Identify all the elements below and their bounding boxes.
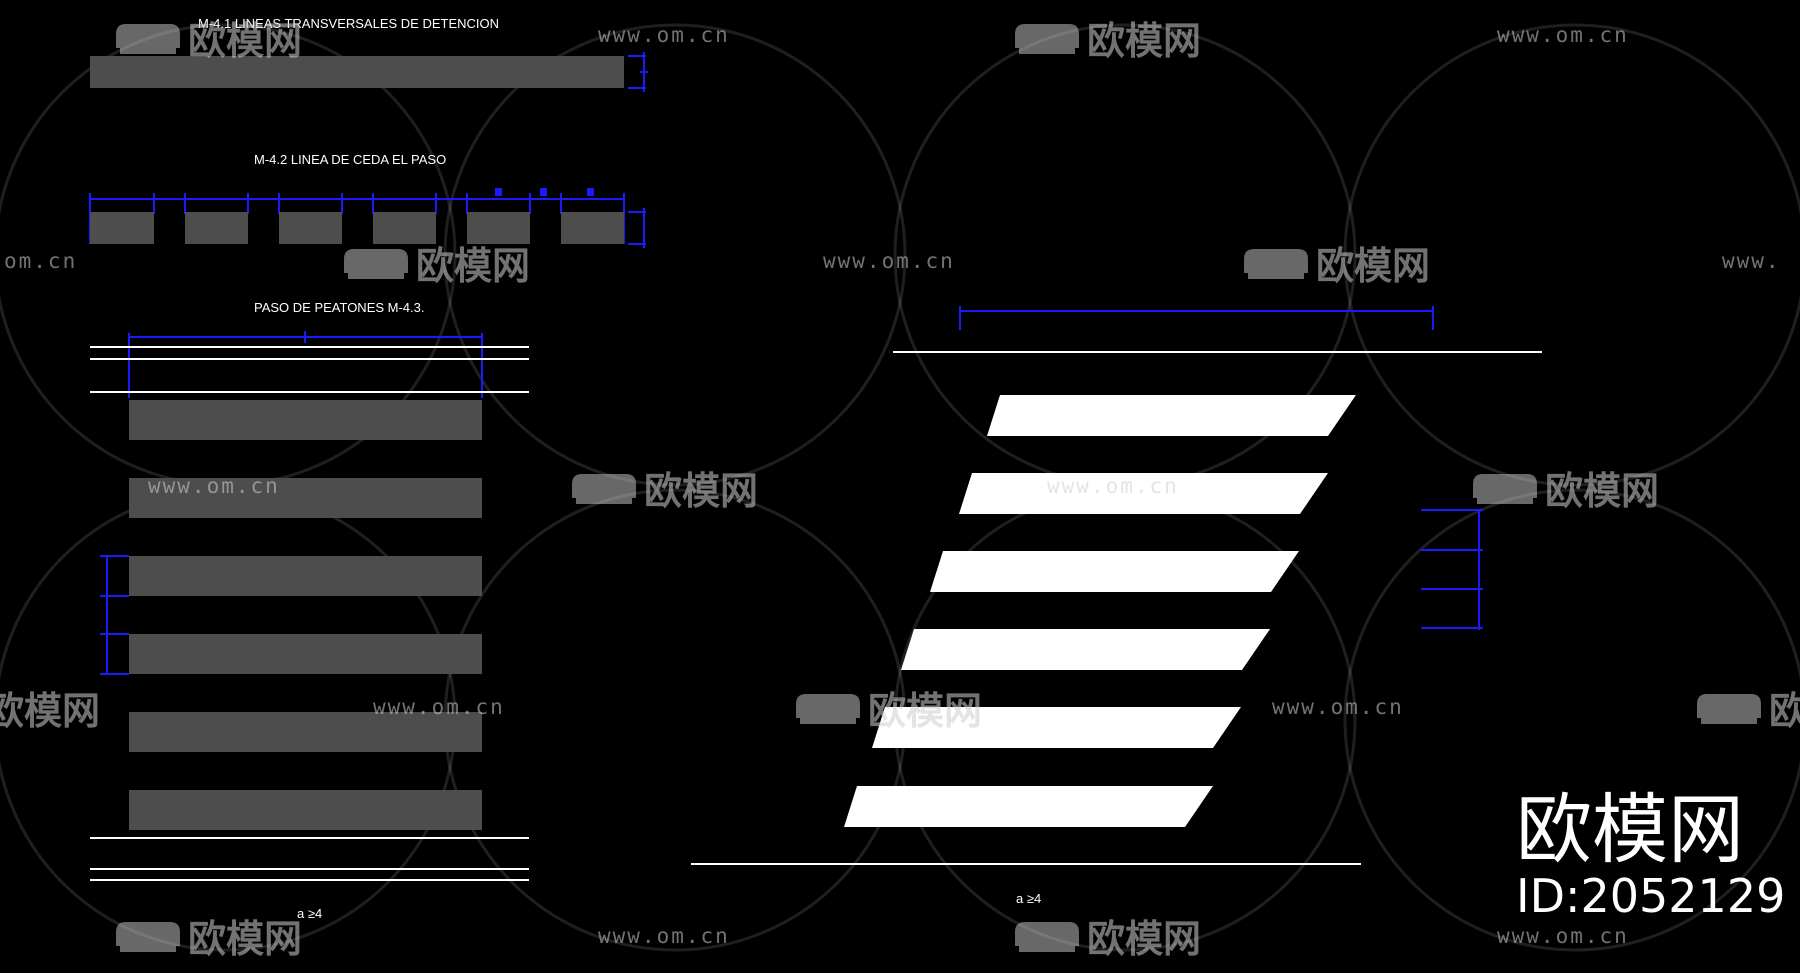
svg-text:欧模网: 欧模网 (188, 19, 302, 63)
dimension-m43-side (100, 555, 129, 675)
yield-bar (90, 212, 154, 244)
watermark-url: www.om.cn (823, 249, 955, 273)
label-a-left: a ≥4 (297, 906, 322, 921)
svg-text:欧模网: 欧模网 (1087, 917, 1201, 961)
watermark-logo: 欧模网 (1015, 19, 1201, 63)
watermark-url: www.om.cn (1272, 695, 1404, 719)
oblique-stripe (844, 786, 1213, 827)
watermark-logo: 欧模网 (572, 469, 758, 513)
crosswalk-bar (129, 400, 482, 440)
oblique-stripe (959, 473, 1328, 514)
watermark-url: www.om.cn (598, 924, 730, 948)
watermark-urls: www.om.cn www.om.cn om.cn www.om.cn www.… (4, 23, 1781, 948)
svg-text:欧模网: 欧模网 (1316, 244, 1430, 288)
svg-text:欧模网: 欧模网 (644, 469, 758, 513)
watermark-logo: 欧模网 (1473, 469, 1659, 513)
crosswalk-bar (129, 790, 482, 830)
watermark-logo: 欧模网 (344, 244, 530, 288)
svg-text:欧模网: 欧模网 (416, 244, 530, 288)
title-m42: M-4.2 LINEA DE CEDA EL PASO (254, 152, 446, 167)
crosswalk-bar (129, 556, 482, 596)
oblique-stripes (844, 395, 1356, 827)
watermark-logo: 欧模网 (1015, 917, 1201, 961)
watermark-url: www.om.cn (373, 695, 505, 719)
yield-bar (373, 212, 436, 244)
watermark-logo: 欧模网 (116, 19, 302, 63)
oblique-stripe (930, 551, 1299, 592)
watermark-logo: 欧模网 (116, 917, 302, 961)
svg-text:欧模网: 欧模网 (0, 689, 100, 733)
dimension-m41 (628, 52, 648, 92)
oblique-stripe (872, 707, 1241, 748)
watermark-url: www.om.cn (148, 474, 280, 498)
yield-bar (561, 212, 624, 244)
svg-text:欧: 欧 (1769, 689, 1800, 733)
dimension-right-top (959, 306, 1434, 330)
label-a-right: a ≥4 (1016, 891, 1041, 906)
watermark-url: www. (1722, 249, 1781, 273)
oblique-stripe (901, 629, 1270, 670)
watermark-logo: 欧模网 (1244, 244, 1430, 288)
watermark-logos: 欧模网 欧模网 欧模网 欧模网 欧模网 欧模网 欧模网 欧模网 (0, 19, 1800, 961)
svg-text:欧模网: 欧模网 (188, 917, 302, 961)
yield-bar (279, 212, 342, 244)
crosswalk-bars (129, 400, 482, 830)
yield-bar (185, 212, 248, 244)
watermark-logo: 欧 (1697, 689, 1800, 733)
watermark-url: om.cn (4, 249, 77, 273)
title-m43: PASO DE PEATONES M-4.3. (254, 300, 425, 315)
yield-bar (467, 212, 530, 244)
watermark-url: www.om.cn (1497, 23, 1629, 47)
brand-name: 欧模网 (1516, 785, 1744, 874)
stop-line-bar (90, 56, 624, 88)
dimension-m43-top (128, 331, 483, 398)
dimension-right-side (1421, 509, 1483, 630)
crosswalk-bar (129, 634, 482, 674)
svg-text:欧模网: 欧模网 (1087, 19, 1201, 63)
svg-text:欧模网: 欧模网 (868, 689, 982, 733)
watermark-logo: 欧模网 (796, 689, 982, 733)
yield-line-bars (90, 212, 624, 244)
watermark-url: www.om.cn (1047, 474, 1179, 498)
watermark-logo: 欧模网 (0, 689, 100, 733)
watermark-url: www.om.cn (598, 23, 730, 47)
brand-block: 欧模网 ID:2052129 (1516, 785, 1785, 923)
brand-id: ID:2052129 (1516, 869, 1785, 923)
svg-text:欧模网: 欧模网 (1545, 469, 1659, 513)
oblique-stripe (987, 395, 1356, 436)
title-m41: M-4.1 LINEAS TRANSVERSALES DE DETENCION (198, 16, 499, 31)
crosswalk-bar (129, 478, 482, 518)
crosswalk-bar (129, 712, 482, 752)
watermark-url: www.om.cn (1497, 924, 1629, 948)
